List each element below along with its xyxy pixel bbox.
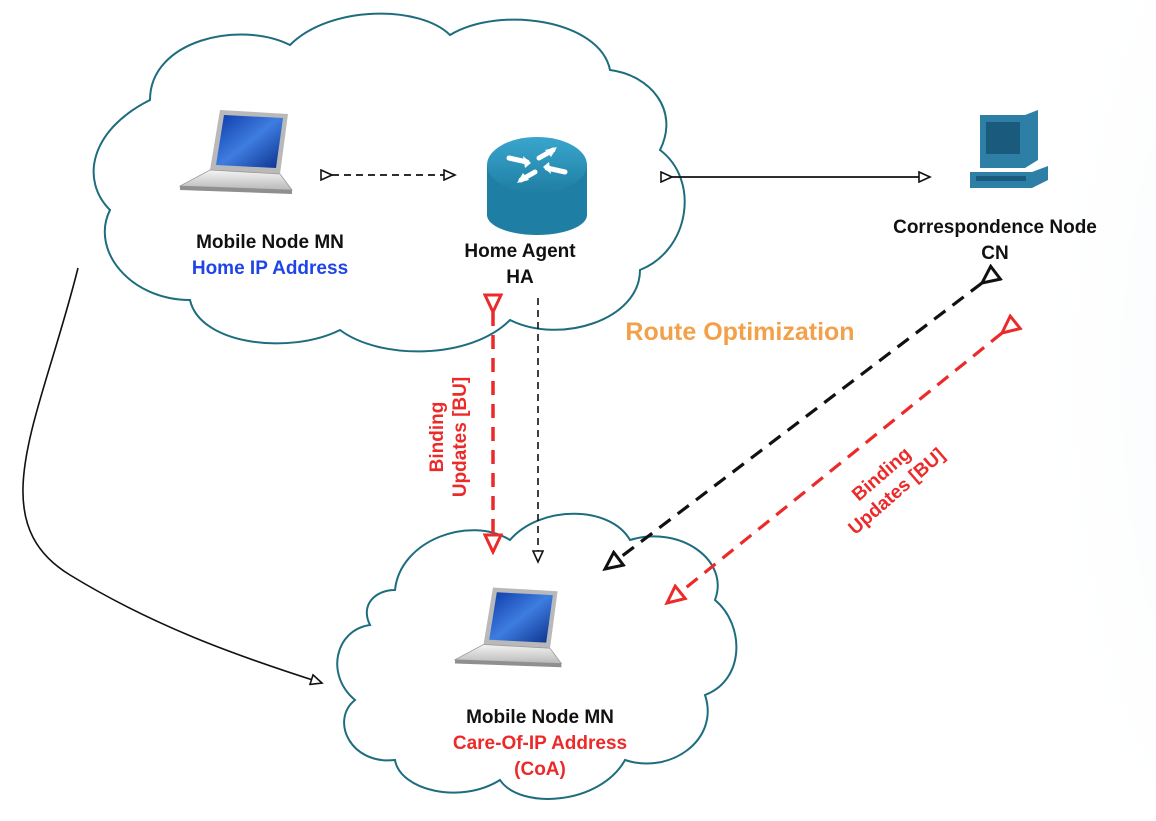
ha-title: Home Agent bbox=[464, 241, 576, 262]
mn-movement-arrow bbox=[22, 267, 322, 683]
binding-update-cn-arrow bbox=[667, 333, 1002, 603]
desktop-computer-icon bbox=[970, 110, 1048, 188]
mn-foreign-coa: (CoA) bbox=[514, 759, 566, 780]
mn-home-title: Mobile Node MN bbox=[196, 232, 344, 253]
binding-left-line2: Updates [BU] bbox=[450, 376, 471, 498]
mn-home-address: Home IP Address bbox=[191, 258, 349, 279]
cn-title: Correspondence Node bbox=[893, 217, 1097, 238]
router-icon bbox=[487, 137, 587, 235]
ha-subtitle: HA bbox=[506, 267, 534, 288]
cn-subtitle: CN bbox=[981, 243, 1009, 264]
laptop-icon bbox=[178, 110, 293, 194]
route-optimization-label: Route Optimization bbox=[625, 318, 855, 346]
mn-foreign-title: Mobile Node MN bbox=[466, 707, 614, 728]
home-network-cloud bbox=[92, 12, 686, 353]
binding-left-line1: Binding bbox=[427, 401, 448, 473]
laptop-icon bbox=[453, 587, 563, 668]
mn-foreign-address: Care-Of-IP Address bbox=[452, 733, 628, 754]
binding-updates-left-label: Binding Updates [BU] bbox=[426, 367, 472, 507]
